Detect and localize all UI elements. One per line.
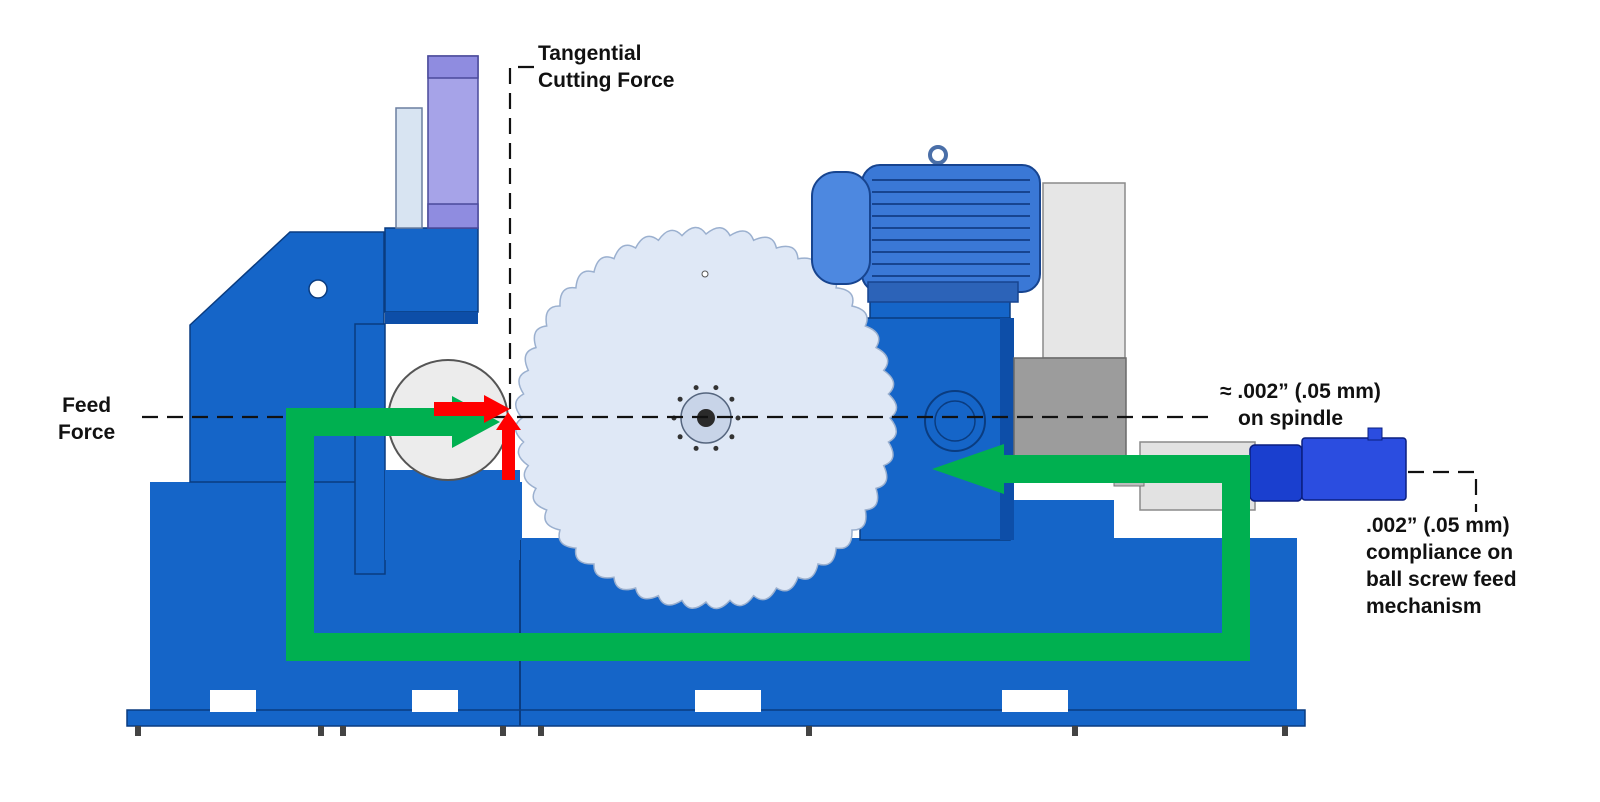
base-rail (126, 709, 1306, 727)
blade-bolt-hole (729, 434, 735, 440)
blade-bolt-hole (713, 385, 719, 391)
tangential-label-line1: Tangential (538, 42, 642, 65)
base-slot-4 (1002, 690, 1068, 712)
feed-force-arrow-shaft (434, 402, 486, 416)
tangential-force-arrowhead (496, 412, 521, 430)
housing-hole (308, 279, 328, 299)
cylinder-cap-bottom (427, 203, 479, 229)
tangential-force-arrow-shaft (502, 428, 515, 480)
clamp-post (354, 323, 386, 575)
spindle-label-line2: on spindle (1238, 407, 1343, 430)
ballscrew-compliance-label: .002” (.05 mm) compliance on ball screw … (1366, 512, 1517, 620)
feed-force-label: Feed Force (58, 392, 115, 446)
force-loop-top-right (1000, 455, 1250, 483)
tangential-label-line2: Cutting Force (538, 69, 675, 92)
feed-label-line1: Feed (62, 394, 112, 417)
ballscrew-label-line2: compliance on (1366, 541, 1514, 564)
blade-bolt-hole (713, 445, 719, 451)
motor-cooling-fins (872, 179, 1030, 277)
blade-bolt-hole (677, 434, 683, 440)
motor-lifting-eye (928, 145, 948, 165)
blade-bolt-hole (693, 445, 699, 451)
spindle-bearing-inner (934, 400, 976, 442)
leveling-feet (135, 726, 1288, 736)
blade-bolt-hole (693, 385, 699, 391)
cylinder-rod-glass (395, 107, 423, 229)
feed-label-line2: Force (58, 421, 116, 444)
tangential-dashed-line (508, 65, 534, 410)
ballscrew-label-line1: .002” (.05 mm) (1366, 514, 1510, 537)
motor-mount-plate (869, 299, 1011, 321)
spindle-bearing-cap (924, 390, 986, 452)
blade-bolt-hole (677, 396, 683, 402)
clamp-lower (385, 470, 520, 560)
ballscrew-label-line3: ball screw feed (1366, 568, 1517, 591)
servo-connector (1367, 427, 1383, 441)
feed-force-arrowhead (484, 395, 510, 423)
ballscrew-label-line4: mechanism (1366, 595, 1482, 618)
pneumatic-cylinder-icon (395, 55, 479, 229)
spindle-column-side (1000, 318, 1014, 540)
tangential-force-label: Tangential Cutting Force (538, 40, 675, 94)
cylinder-barrel (427, 55, 479, 229)
spindle-compliance-label: ≈ .002” (.05 mm) on spindle (1220, 378, 1381, 432)
force-loop-arrowhead-left (932, 444, 1004, 494)
blade-bolt-circle (671, 385, 741, 451)
blade-pin-hole (701, 270, 709, 278)
blade-bolt-hole (735, 415, 741, 421)
force-loop (286, 396, 1250, 661)
panel-upper (1042, 182, 1126, 359)
cutting-force-arrows (434, 395, 521, 480)
electric-motor-icon (811, 145, 1041, 303)
clamp-jaw-top (385, 312, 478, 324)
motor-feet (867, 281, 1019, 303)
cylinder-cap-top (427, 55, 479, 79)
force-loop-path (286, 422, 1250, 661)
blade-bolt-hole (729, 396, 735, 402)
clamp-head (384, 227, 479, 313)
motor-endbell (811, 171, 871, 285)
base-slot-3 (695, 690, 761, 712)
base-slot-1 (210, 690, 256, 712)
gearbox (1249, 444, 1303, 502)
servo-motor-icon (1249, 427, 1407, 502)
spindle-label-line1: ≈ .002” (.05 mm) (1220, 380, 1381, 403)
servo-body (1301, 437, 1407, 501)
force-loop-top-left (286, 408, 456, 436)
base-slot-2 (412, 690, 458, 712)
ballscrew-leader-line (1408, 470, 1478, 512)
feed-rail (1014, 500, 1114, 538)
